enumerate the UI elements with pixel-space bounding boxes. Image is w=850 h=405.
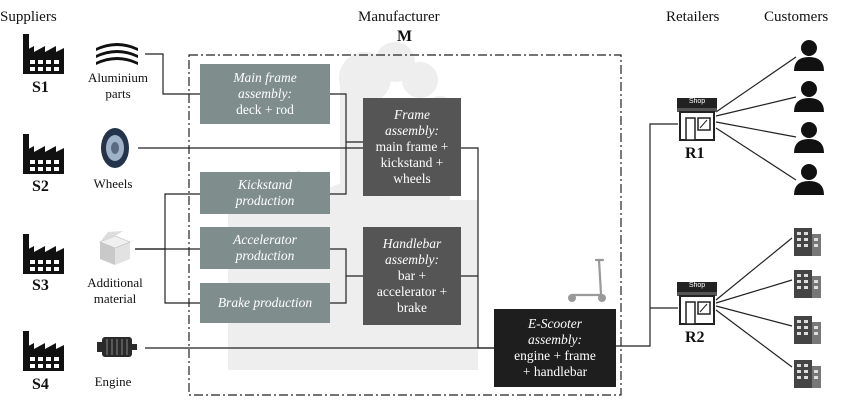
supplier-id-s4: S4	[32, 376, 49, 393]
supplier-id-s2: S2	[32, 178, 49, 195]
line-brake-to-handlebar	[330, 276, 347, 304]
line-aluminium-to-mainframe	[145, 53, 200, 95]
line-r1-customer-1	[715, 56, 797, 113]
retailer-id-r1: R1	[685, 145, 705, 162]
aluminium-parts-icon	[96, 43, 138, 65]
process-frame-assembly: Frame assembly: main frame + kickstand +…	[363, 98, 461, 196]
header-retailers: Retailers	[666, 9, 720, 25]
header-customers: Customers	[764, 9, 829, 25]
material-label-engine: Engine	[94, 374, 132, 389]
header-suppliers: Suppliers	[0, 9, 57, 25]
line-r1-customer-4	[715, 127, 797, 181]
line-r2-customer-4	[715, 309, 793, 368]
line-mainframe-to-frame	[330, 93, 363, 143]
building-icon	[794, 270, 821, 298]
line-r2-customer-1	[715, 237, 793, 301]
line-r1-customer-2	[715, 96, 797, 117]
manufacturer-boundary	[188, 54, 622, 396]
person-icon	[794, 40, 824, 71]
person-icon	[794, 122, 824, 153]
process-accelerator-production: Accelerator production	[200, 227, 330, 269]
process-handlebar-assembly: Handlebar assembly: bar + accelerator + …	[363, 227, 461, 325]
line-additional-to-brake	[164, 249, 200, 304]
factory-icon	[23, 234, 64, 274]
line-escooter-to-retailers	[616, 123, 678, 347]
line-r2-customer-3	[715, 305, 793, 327]
shop-icon	[677, 282, 717, 325]
process-main-frame-assembly: Main frame assembly: deck + rod	[200, 64, 330, 124]
line-kickstand-to-frame	[330, 142, 347, 195]
supplier-id-s3: S3	[32, 277, 49, 294]
supplier-id-s1: S1	[32, 79, 49, 96]
header-manufacturer: Manufacturer	[358, 9, 440, 25]
shop-icon	[677, 98, 717, 141]
process-brake-production: Brake production	[200, 283, 330, 323]
box-icon	[99, 231, 131, 265]
building-icon	[794, 360, 821, 388]
building-icon	[794, 228, 821, 256]
shop-sign-r2: Shop	[688, 282, 706, 289]
retailer-id-r2: R2	[685, 329, 705, 346]
factory-icon	[23, 34, 64, 74]
shop-sign-r1: Shop	[688, 98, 706, 105]
person-icon	[794, 164, 824, 195]
line-accelerator-to-handlebar	[330, 248, 363, 277]
material-label-wheels: Wheels	[93, 176, 133, 191]
scooter-icon	[568, 258, 606, 302]
line-r1-customer-3	[715, 121, 797, 138]
factory-icon	[23, 331, 64, 371]
wheel-icon	[101, 128, 129, 168]
manufacturer-code: M	[397, 28, 413, 45]
person-icon	[794, 81, 824, 112]
line-r2-customer-2	[715, 279, 793, 304]
process-kickstand-production: Kickstand production	[200, 172, 330, 214]
engine-icon	[97, 337, 137, 357]
factory-icon	[23, 134, 64, 174]
process-escooter-assembly: E-Scooter assembly: engine + frame + han…	[494, 309, 616, 387]
building-icon	[794, 316, 821, 344]
line-additional-to-kickstand	[135, 193, 200, 250]
